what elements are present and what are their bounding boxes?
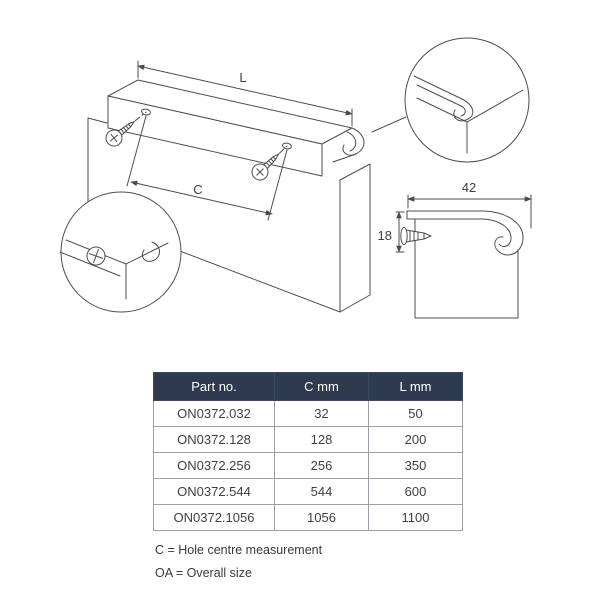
column-header-part-no: Part no. xyxy=(153,372,275,401)
column-header-c-mm: C mm xyxy=(274,372,369,401)
spec-table-header: Part no. C mm L mm xyxy=(153,372,463,401)
dimension-18: 18 xyxy=(378,211,405,253)
table-row: ON0372.1056 1056 1100 xyxy=(153,504,463,531)
cell-part-no: ON0372.032 xyxy=(153,400,275,427)
table-row: ON0372.032 32 50 xyxy=(153,400,463,427)
cell-l-mm: 600 xyxy=(368,478,463,505)
dimension-42-label: 42 xyxy=(462,180,476,195)
dimension-C-label: C xyxy=(193,182,202,197)
table-row: ON0372.256 256 350 xyxy=(153,452,463,479)
cell-c-mm: 1056 xyxy=(274,504,369,531)
technical-drawing: L C xyxy=(59,37,532,319)
notes: C = Hole centre measurement OA = Overall… xyxy=(155,543,322,589)
cabinet-outline xyxy=(87,117,371,313)
callout-circle-top-right xyxy=(404,37,530,163)
note-hole-centre: C = Hole centre measurement xyxy=(155,543,323,557)
column-header-l-mm: L mm xyxy=(368,372,463,401)
table-row: ON0372.544 544 600 xyxy=(153,478,463,505)
header-row: Part no. C mm L mm xyxy=(153,372,463,401)
spec-table-body: ON0372.032 32 50 ON0372.128 128 200 ON03… xyxy=(153,400,463,531)
table-row: ON0372.128 128 200 xyxy=(153,426,463,453)
detail-callout-top-right xyxy=(371,37,530,163)
side-screw xyxy=(400,227,432,245)
cell-part-no: ON0372.128 xyxy=(153,426,275,453)
cell-c-mm: 32 xyxy=(274,400,369,427)
dimension-42: 42 xyxy=(407,180,532,229)
cell-l-mm: 50 xyxy=(368,400,463,427)
cell-part-no: ON0372.1056 xyxy=(153,504,275,531)
cell-c-mm: 128 xyxy=(274,426,369,453)
note-overall-size: OA = Overall size xyxy=(155,566,252,580)
cell-l-mm: 350 xyxy=(368,452,463,479)
screw-1 xyxy=(105,121,135,147)
dimension-18-label: 18 xyxy=(378,228,392,243)
detail-callout-bottom-left xyxy=(59,191,182,313)
cell-c-mm: 544 xyxy=(274,478,369,505)
side-profile-outer xyxy=(406,210,524,256)
cell-part-no: ON0372.256 xyxy=(153,452,275,479)
dimension-L-label: L xyxy=(239,70,246,85)
handle-outline xyxy=(107,79,365,177)
dimension-C: C xyxy=(126,115,288,221)
cell-l-mm: 1100 xyxy=(368,504,463,531)
cell-part-no: ON0372.544 xyxy=(153,478,275,505)
cell-c-mm: 256 xyxy=(274,452,369,479)
dimension-L: L xyxy=(137,60,353,127)
cell-l-mm: 200 xyxy=(368,426,463,453)
side-profile-view: 42 18 xyxy=(378,180,532,319)
spec-table: Part no. C mm L mm ON0372.032 32 50 ON03… xyxy=(153,372,463,531)
callout-circle-bottom-left xyxy=(60,191,182,313)
main-isometric-view: L C xyxy=(87,60,371,313)
side-profile-inner xyxy=(406,218,512,247)
screw-2 xyxy=(251,153,280,181)
side-panel xyxy=(414,218,519,319)
